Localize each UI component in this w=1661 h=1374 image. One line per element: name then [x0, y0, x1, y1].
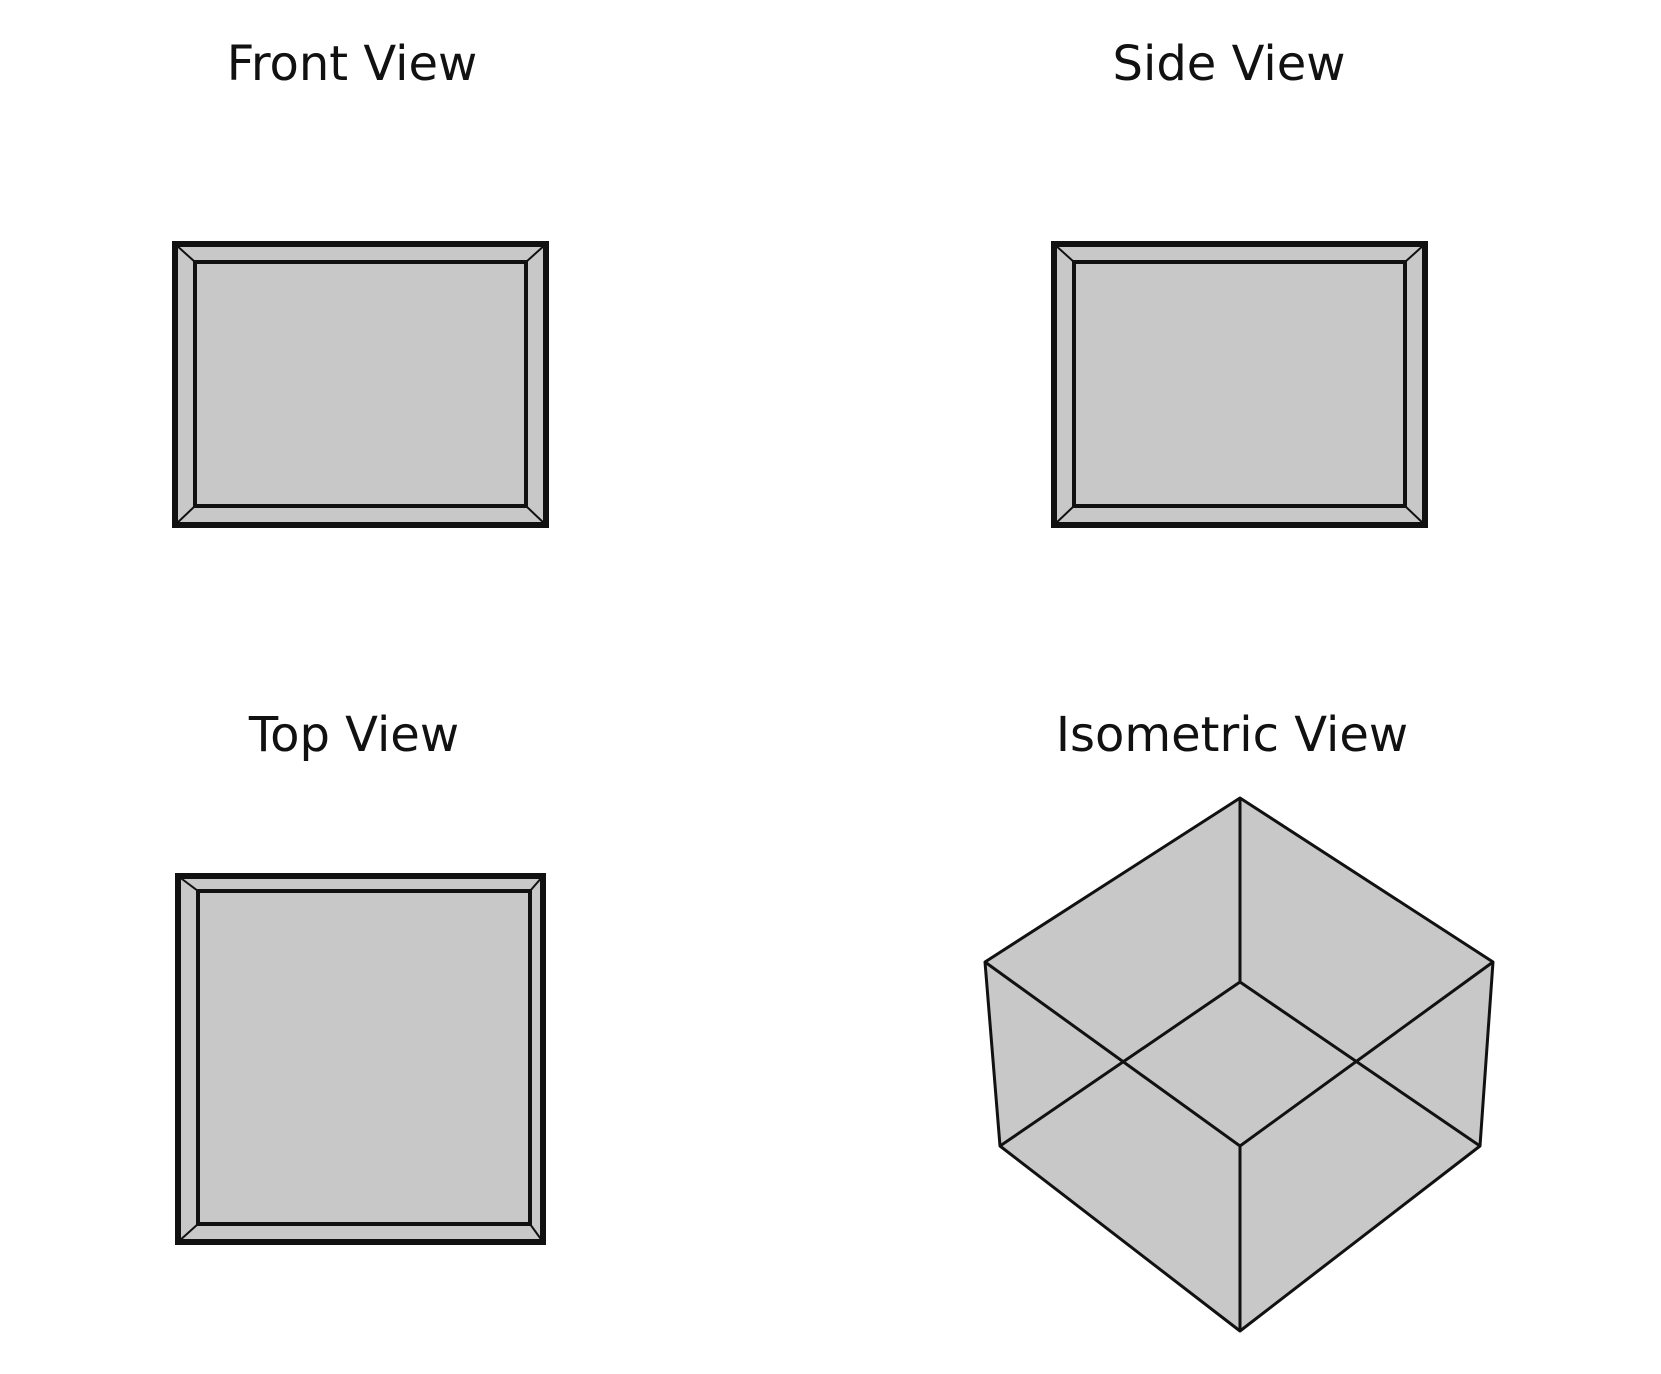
front-outer-edge — [172, 241, 549, 528]
top-bevel-br — [529, 1223, 544, 1243]
front-view-title: Front View — [227, 36, 478, 92]
top-bevel-tl — [177, 875, 199, 892]
side-view-title: Side View — [1113, 36, 1346, 92]
side-inner-edge — [1072, 260, 1407, 508]
top-outer-face — [178, 876, 543, 1242]
front-view-panel: Front View — [172, 36, 549, 528]
side-bevel-tl — [1053, 243, 1075, 263]
side-bevel-tr — [1404, 243, 1426, 263]
side-bevel-br — [1404, 505, 1426, 526]
side-outer-edge — [1051, 241, 1428, 528]
front-bevel-bl — [174, 505, 196, 526]
front-view-drawing — [172, 241, 549, 528]
front-inner-edge — [193, 260, 528, 508]
top-view-panel: Top View — [175, 707, 546, 1245]
isometric-view-title: Isometric View — [1056, 707, 1408, 763]
top-inner-edge — [196, 889, 532, 1226]
top-outer-edge — [175, 873, 546, 1245]
iso-cube-silhouette — [985, 798, 1493, 1331]
side-outer-face — [1054, 244, 1425, 525]
front-bevel-tr — [525, 243, 547, 263]
top-view-drawing — [175, 873, 546, 1245]
top-bevel-tr — [529, 875, 544, 892]
top-bevel-bl — [177, 1223, 199, 1243]
top-view-title: Top View — [248, 707, 459, 763]
side-view-drawing — [1051, 241, 1428, 528]
front-outer-face — [175, 244, 546, 525]
isometric-view-drawing — [983, 796, 1495, 1333]
side-bevel-bl — [1053, 505, 1075, 526]
iso-cube-outline — [983, 796, 1495, 1333]
front-bevel-br — [525, 505, 547, 526]
front-bevel-tl — [174, 243, 196, 263]
isometric-view-panel: Isometric View — [983, 707, 1495, 1333]
side-view-panel: Side View — [1051, 36, 1428, 528]
